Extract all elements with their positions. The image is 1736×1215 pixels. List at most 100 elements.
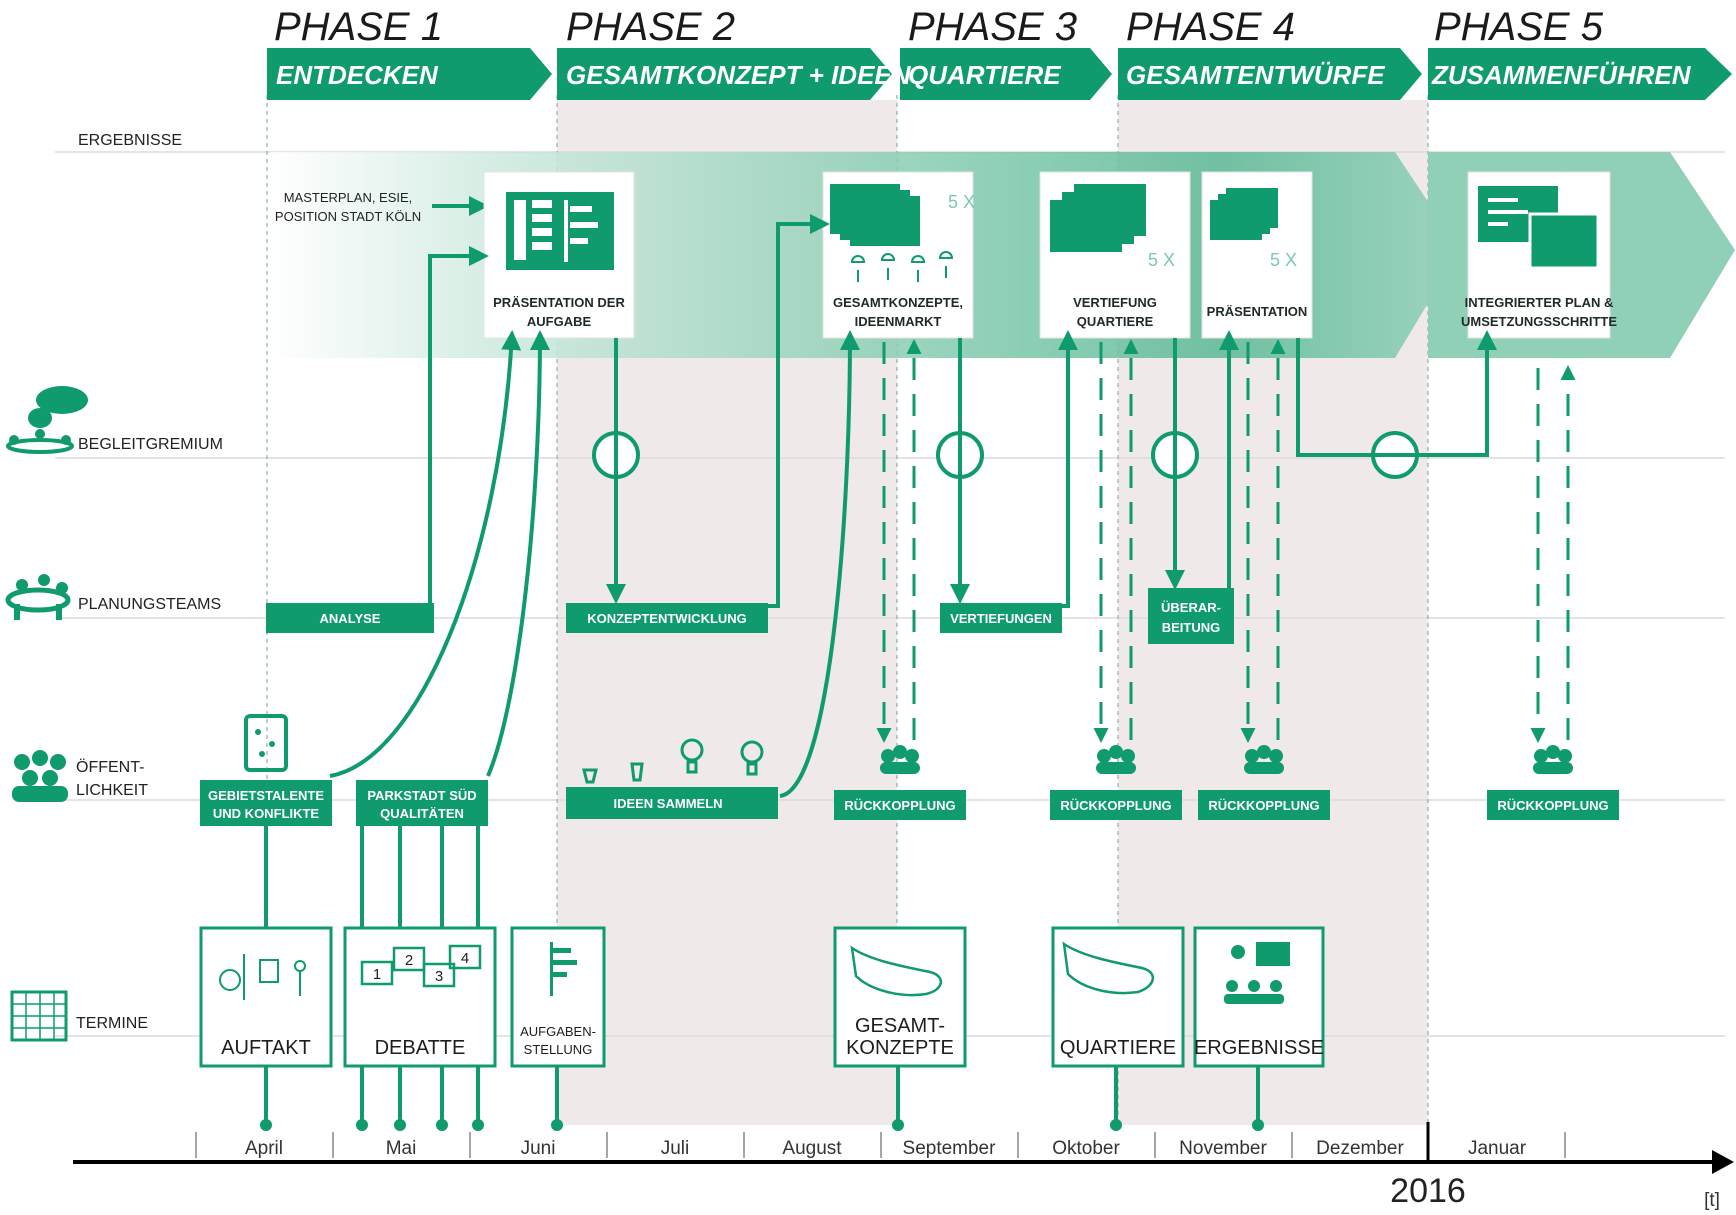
- feedback-arrows: [876, 339, 1576, 743]
- month-januar: Januar: [1468, 1138, 1527, 1159]
- axis-unit: [t]: [1704, 1190, 1720, 1211]
- result-box-3: 5 X VERTIEFUNG QUARTIERE: [1039, 171, 1191, 339]
- month-juni: Juni: [521, 1138, 556, 1159]
- result-5-line2: UMSETZUNGSSCHRITTE: [1461, 314, 1617, 329]
- crowd-icons: [880, 745, 1573, 774]
- event-2-label: DEBATTE: [375, 1037, 466, 1059]
- public-bar-7-label: RÜCKKOPPLUNG: [1497, 798, 1608, 813]
- month-dezember: Dezember: [1316, 1138, 1404, 1159]
- month-mai: Mai: [386, 1138, 417, 1159]
- event-box-5: QUARTIERE: [1051, 926, 1185, 1068]
- idea-icons: [582, 738, 764, 784]
- public-bar-4: RÜCKKOPPLUNG: [834, 790, 966, 820]
- result-4-line1: PRÄSENTATION: [1207, 304, 1308, 319]
- result-2-multiplier: 5 X: [948, 192, 975, 212]
- debate-number-2: 2: [405, 952, 413, 969]
- result-3-line1: VERTIEFUNG: [1073, 295, 1157, 310]
- result-2-line1: GESAMTKONZEPTE,: [833, 295, 963, 310]
- public-bar-5: RÜCKKOPPLUNG: [1050, 790, 1182, 820]
- phase-1-title: PHASE 1: [274, 5, 443, 49]
- year-label: 2016: [1390, 1172, 1466, 1210]
- public-bar-5-label: RÜCKKOPPLUNG: [1060, 798, 1171, 813]
- result-box-4: 5 X PRÄSENTATION: [1201, 171, 1313, 339]
- phase-5-subtitle: ZUSAMMENFÜHREN: [1431, 60, 1692, 90]
- event-1-label: AUFTAKT: [221, 1037, 311, 1059]
- team-bar-1-label: ANALYSE: [320, 611, 381, 626]
- phase-2-subtitle: GESAMTKONZEPT + IDEEN: [566, 60, 912, 90]
- team-bar-1: ANALYSE: [266, 603, 434, 633]
- public-bar-1-line1: GEBIETSTALENTE: [208, 788, 324, 803]
- result-1-line2: AUFGABE: [527, 314, 592, 329]
- public-bar-1: GEBIETSTALENTE UND KONFLIKTE: [200, 780, 332, 826]
- result-box-5: INTEGRIERTER PLAN & UMSETZUNGSSCHRITTE: [1461, 171, 1617, 339]
- public-icon: [12, 750, 68, 802]
- team-bar-4-line1: ÜBERAR-: [1161, 600, 1221, 615]
- month-august: August: [782, 1138, 842, 1159]
- flow-lines: [329, 214, 1497, 798]
- event-dots: [260, 1119, 1264, 1131]
- month-juli: Juli: [661, 1138, 690, 1159]
- public-bar-3-label: IDEEN SAMMELN: [613, 796, 722, 811]
- month-september: September: [903, 1138, 997, 1159]
- event-box-3: AUFGABEN- STELLUNG: [510, 926, 606, 1068]
- event-4-line2: KONZEPTE: [846, 1037, 954, 1059]
- phase-5-title: PHASE 5: [1434, 5, 1604, 49]
- result-1-line1: PRÄSENTATION DER: [493, 295, 625, 310]
- event-box-2: 1 2 3 4 DEBATTE: [343, 926, 497, 1068]
- month-oktober: Oktober: [1052, 1138, 1120, 1159]
- event-4-line1: GESAMT-: [855, 1015, 945, 1037]
- phase-arrows: [267, 48, 1732, 100]
- inputs-line2: POSITION STADT KÖLN: [275, 209, 421, 224]
- debate-number-3: 3: [435, 968, 443, 985]
- phase-1-subtitle: ENTDECKEN: [276, 60, 439, 90]
- inputs-line1: MASTERPLAN, ESIE,: [284, 190, 413, 205]
- team-bar-3: VERTIEFUNGEN: [940, 603, 1062, 633]
- lane-begleitgremium-label: BEGLEITGREMIUM: [78, 436, 223, 453]
- event-6-label: ERGEBNISSE: [1194, 1037, 1324, 1059]
- result-box-2: 5 X GESAMTKONZEPTE, IDEENMARKT: [822, 171, 975, 339]
- event-3-line1: AUFGABEN-: [520, 1024, 596, 1039]
- phase-4-subtitle: GESAMTENTWÜRFE: [1126, 60, 1385, 90]
- public-bar-7: RÜCKKOPPLUNG: [1487, 790, 1619, 820]
- phase-3-title: PHASE 3: [908, 5, 1077, 49]
- result-4-multiplier: 5 X: [1270, 250, 1297, 270]
- team-bar-2: KONZEPTENTWICKLUNG: [566, 603, 768, 633]
- result-3-line2: QUARTIERE: [1077, 314, 1154, 329]
- public-bar-2-line1: PARKSTADT SÜD: [367, 788, 476, 803]
- committee-icon: [6, 386, 88, 454]
- event-box-4: GESAMT- KONZEPTE: [833, 926, 967, 1068]
- public-bar-3: IDEEN SAMMELN: [566, 787, 778, 819]
- lane-planungsteams-label: PLANUNGSTEAMS: [78, 596, 221, 613]
- planning-team-icon: [5, 574, 71, 620]
- result-5-line1: INTEGRIERTER PLAN &: [1465, 295, 1614, 310]
- calendar-icon: [10, 990, 68, 1042]
- result-3-multiplier: 5 X: [1148, 250, 1175, 270]
- month-ticks: [195, 1132, 1566, 1158]
- public-bar-6: RÜCKKOPPLUNG: [1198, 790, 1330, 820]
- team-bar-3-label: VERTIEFUNGEN: [950, 611, 1052, 626]
- time-axis-arrow: [1712, 1150, 1734, 1174]
- lane-ergebnisse-label: ERGEBNISSE: [78, 132, 182, 149]
- lane-termine-label: TERMINE: [76, 1015, 148, 1032]
- result-box-1: PRÄSENTATION DER AUFGABE: [483, 171, 635, 339]
- public-bar-2-line2: QUALITÄTEN: [380, 806, 464, 821]
- tablet-icon: [244, 714, 288, 772]
- team-bar-4-line2: BEITUNG: [1162, 620, 1221, 635]
- team-bar-2-label: KONZEPTENTWICKLUNG: [587, 611, 747, 626]
- debate-number-4: 4: [461, 950, 469, 967]
- public-bar-4-label: RÜCKKOPPLUNG: [844, 798, 955, 813]
- public-bar-6-label: RÜCKKOPPLUNG: [1208, 798, 1319, 813]
- debate-number-1: 1: [373, 966, 381, 983]
- event-5-label: QUARTIERE: [1060, 1037, 1176, 1059]
- phase-2-title: PHASE 2: [566, 5, 735, 49]
- phase-4-title: PHASE 4: [1126, 5, 1295, 49]
- public-bar-2: PARKSTADT SÜD QUALITÄTEN: [356, 780, 488, 826]
- event-box-6: ERGEBNISSE: [1193, 926, 1325, 1068]
- month-april: April: [245, 1138, 283, 1159]
- result-2-line2: IDEENMARKT: [855, 314, 942, 329]
- event-box-1: AUFTAKT: [199, 926, 333, 1068]
- lane-oeffentlichkeit-label-1: ÖFFENT-: [76, 758, 144, 776]
- public-bar-1-line2: UND KONFLIKTE: [213, 806, 319, 821]
